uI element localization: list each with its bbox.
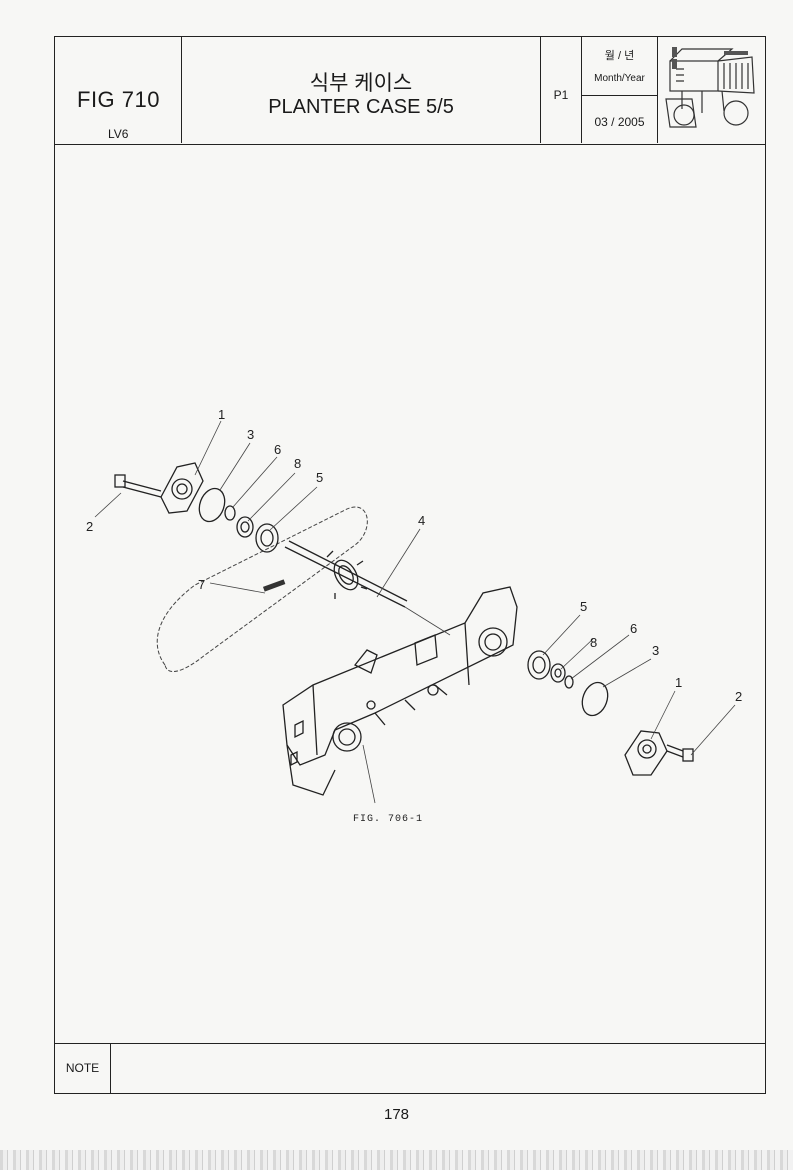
thumbnail-cell: [658, 37, 765, 143]
leader-lines: [94, 420, 736, 804]
sprocket-shaft: [284, 540, 408, 608]
model-code: LV6: [108, 127, 129, 141]
title-korean: 식부 케이스: [309, 72, 413, 95]
key-part: [262, 579, 286, 592]
figure-cell: FIG 710 LV6: [55, 37, 182, 143]
title-cell: 식부 케이스 PLANTER CASE 5/5: [182, 37, 541, 143]
figure-reference-label: FIG. 706-1: [353, 814, 423, 825]
rice-transplanter-machine-icon: [665, 47, 755, 128]
planter-case-housing: [282, 586, 518, 796]
page-code: P1: [553, 88, 569, 102]
page-number: 178: [383, 1106, 410, 1123]
callout-6-left: 6: [274, 442, 281, 457]
date-value: 03 / 2005: [594, 115, 645, 129]
callout-2-right: 2: [735, 689, 742, 704]
note-row: NOTE: [55, 1043, 765, 1093]
date-label-korean: 월 / 년: [604, 50, 635, 62]
callout-4: 4: [418, 513, 425, 528]
date-label-english: Month/Year: [594, 73, 645, 84]
title-block: FIG 710 LV6 식부 케이스 PLANTER CASE 5/5 P1 월…: [55, 37, 765, 145]
date-divider: [582, 95, 657, 96]
page-frame: FIG 710 LV6 식부 케이스 PLANTER CASE 5/5 P1 월…: [54, 36, 766, 1094]
callout-1-right: 1: [675, 675, 682, 690]
callout-6-right: 6: [630, 621, 637, 636]
callout-3-left: 3: [247, 427, 254, 442]
callout-5-right: 5: [580, 599, 587, 614]
drive-chain: [156, 506, 368, 673]
date-cell: 월 / 년 Month/Year 03 / 2005: [582, 37, 658, 143]
exploded-parts-diagram: 1 3 6 8 5 2 7 4 5 8 6 3 1 2 FIG. 706-1: [86, 407, 742, 825]
scan-edge: [0, 1150, 793, 1170]
callout-2-left: 2: [86, 519, 93, 534]
shaft-axis: [404, 606, 451, 636]
title-english: PLANTER CASE 5/5: [268, 96, 454, 118]
page-code-cell: P1: [541, 37, 582, 143]
note-label: NOTE: [55, 1044, 111, 1093]
right-assembly: [527, 650, 694, 776]
callout-3-right: 3: [652, 643, 659, 658]
callout-7: 7: [198, 577, 205, 592]
callout-5-left: 5: [316, 470, 323, 485]
callout-8-right: 8: [590, 635, 597, 650]
figure-number: FIG 710: [77, 87, 160, 112]
left-assembly: [114, 462, 279, 553]
callout-1-left: 1: [218, 407, 225, 422]
callout-8-left: 8: [294, 456, 301, 471]
